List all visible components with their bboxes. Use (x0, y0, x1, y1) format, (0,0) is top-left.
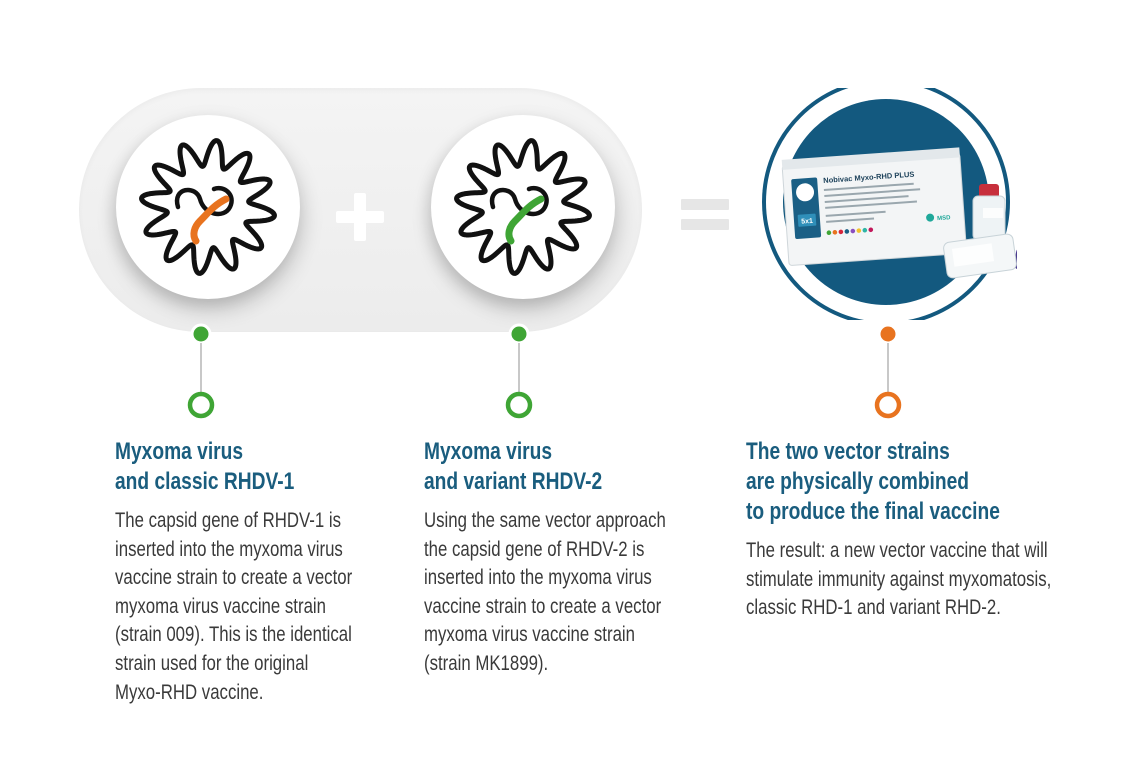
heading-line: Myxoma virus (115, 438, 244, 465)
body-line: myxoma virus vaccine strain (115, 594, 326, 618)
body-line: myxoma virus vaccine strain (424, 623, 635, 647)
body-line: the capsid gene of RHDV-2 is (424, 537, 645, 561)
plus-icon (336, 193, 384, 246)
body-line: The result: a new vector vaccine that wi… (746, 539, 1048, 562)
body-line: Using the same vector approach (424, 509, 666, 532)
body-line: (strain MK1899). (424, 651, 549, 675)
body-line: inserted into the myxoma virus (115, 537, 343, 561)
heading-line: to produce the final vaccine (746, 498, 1000, 525)
column-body: The result: a new vector vaccine that wi… (746, 537, 1051, 623)
body-line: strain used for the original (115, 651, 309, 675)
heading-line: are physically combined (746, 468, 970, 495)
column-rhdv1: Myxoma virus and classic RHDV-1 The caps… (115, 437, 411, 707)
myxoma-rhdv1-virus-icon (116, 115, 300, 299)
heading-line: and classic RHDV-1 (115, 468, 295, 495)
column-body: The capsid gene of RHDV-1 is inserted in… (115, 507, 352, 707)
column-heading: The two vector strains are physically co… (746, 437, 1051, 527)
myxoma-rhdv2-virus-icon (431, 115, 615, 299)
connector-rhdv1 (186, 322, 216, 427)
viral-genome-strand (489, 185, 549, 217)
connector-vaccine (873, 322, 903, 427)
body-line: vaccine strain to create a vector (115, 566, 353, 590)
heading-line: and variant RHDV-2 (424, 468, 603, 495)
body-line: inserted into the myxoma virus (424, 566, 652, 590)
heading-line: The two vector strains (746, 438, 950, 465)
virus-rhdv1-drawing (139, 138, 277, 276)
pack-count-label: 5x1 (801, 218, 813, 226)
equals-icon (681, 199, 729, 238)
body-line: (strain 009). This is the identical (115, 623, 352, 647)
body-line: stimulate immunity against myxomatosis, (746, 567, 1052, 591)
column-final-vaccine: The two vector strains are physically co… (746, 437, 1128, 623)
virus-envelope-icon (454, 138, 592, 276)
maker-logo: MSD (937, 215, 951, 222)
heading-line: Myxoma virus (424, 438, 553, 465)
column-heading: Myxoma virus and classic RHDV-1 (115, 437, 352, 497)
rhdv2-gene-strand (505, 195, 545, 245)
column-heading: Myxoma virus and variant RHDV-2 (424, 437, 666, 497)
column-rhdv2: Myxoma virus and variant RHDV-2 Using th… (424, 437, 726, 679)
virus-rhdv2-drawing (454, 138, 592, 276)
virus-envelope-icon (139, 138, 277, 276)
body-line: classic RHD-1 and variant RHD-2. (746, 596, 1001, 620)
connector-rhdv2 (504, 322, 534, 427)
viral-genome-strand (174, 185, 234, 217)
body-line: Myxo-RHD vaccine. (115, 680, 264, 704)
body-line: vaccine strain to create a vector (424, 594, 662, 618)
rhdv1-gene-strand (190, 195, 230, 245)
vaccine-product-image: 5x1 Nobivac Myxo-RHD PLUS MSD (757, 78, 1032, 326)
column-body: Using the same vector approach the capsi… (424, 507, 666, 679)
color-code-dots (826, 227, 874, 236)
body-line: The capsid gene of RHDV-1 is (115, 509, 341, 532)
